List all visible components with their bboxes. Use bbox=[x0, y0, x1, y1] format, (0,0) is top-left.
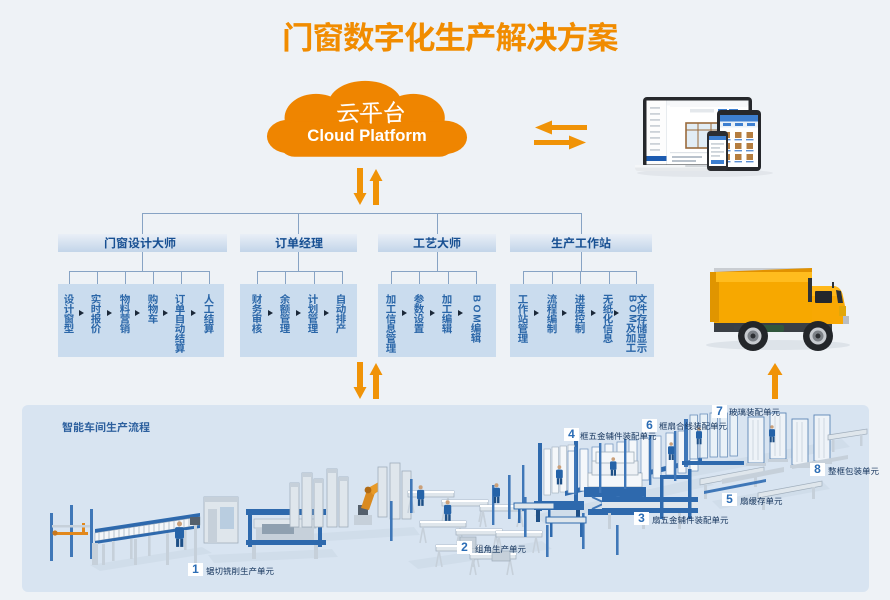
svg-text:Cloud Platform: Cloud Platform bbox=[307, 126, 426, 145]
